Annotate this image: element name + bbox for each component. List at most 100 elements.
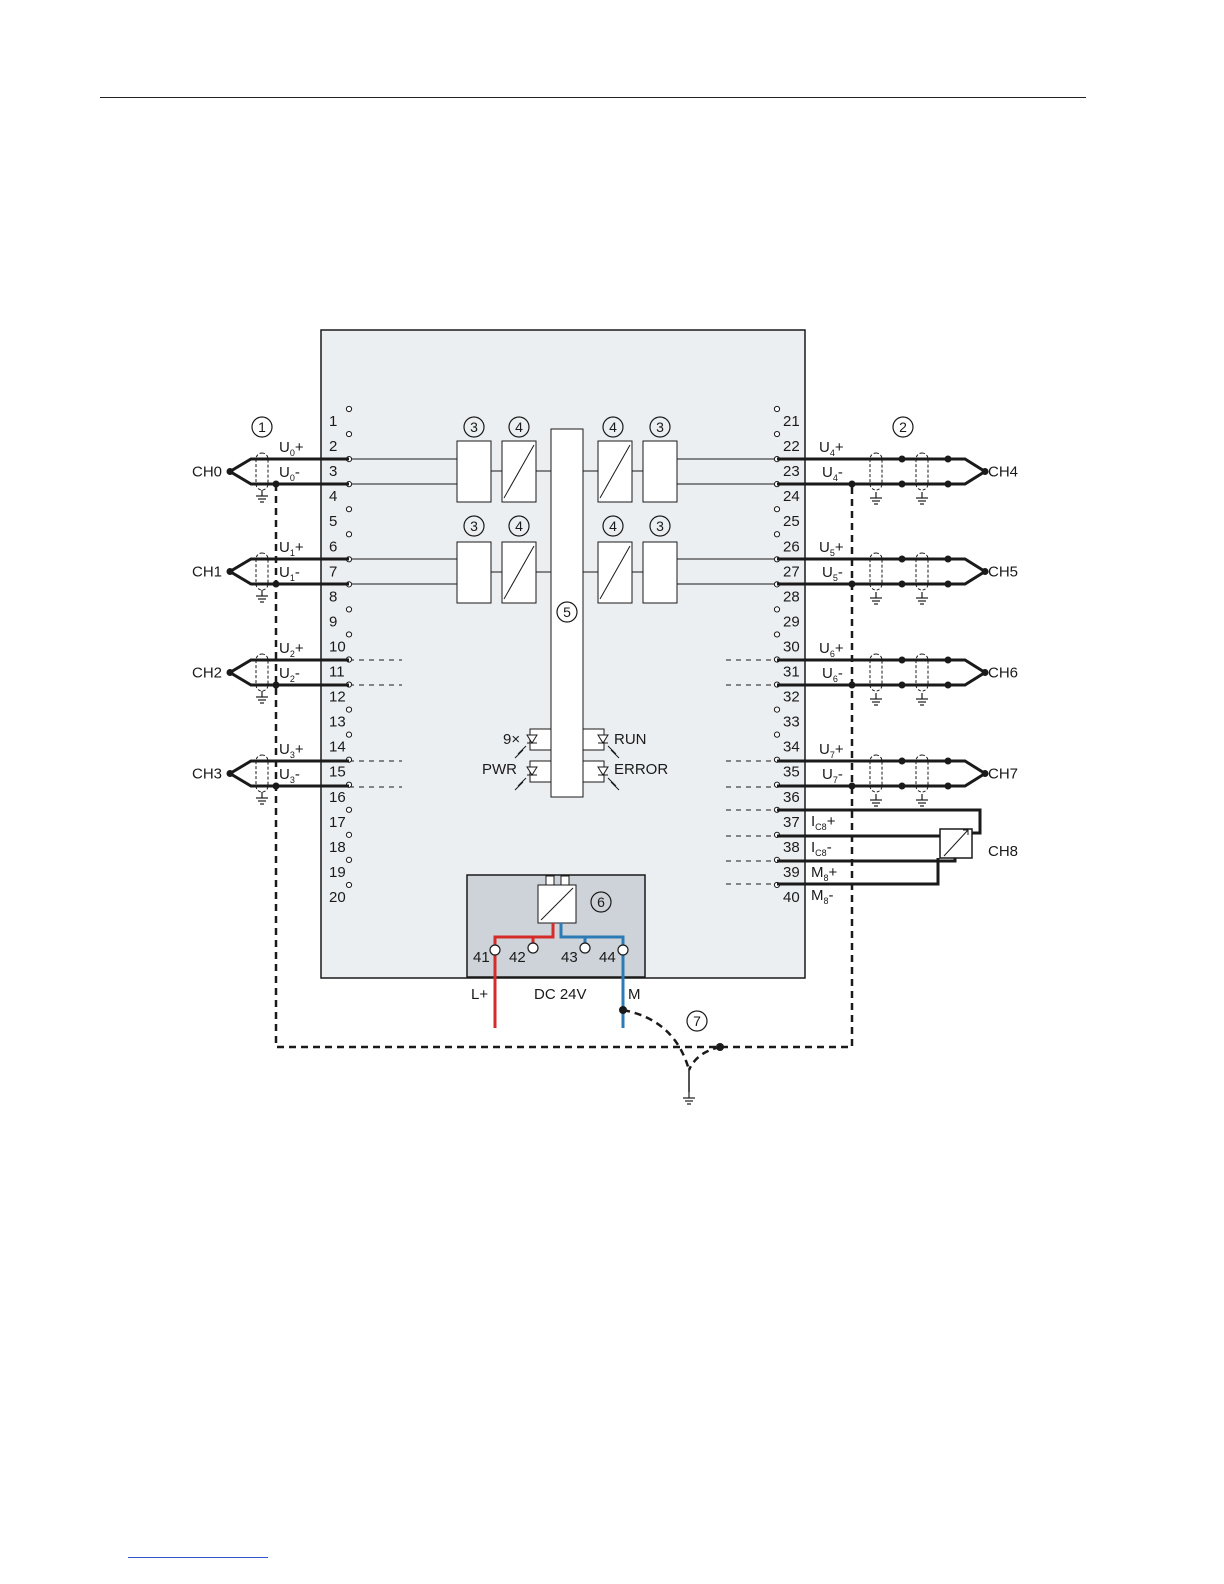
channel-label: CH7 (988, 766, 1018, 783)
callout-1: 1 (252, 417, 272, 437)
terminal-42: 42 (509, 949, 526, 966)
led-multi-label: 9× (503, 731, 520, 748)
svg-text:4: 4 (515, 518, 523, 534)
terminal-8: 8 (329, 588, 337, 605)
terminal-point (774, 632, 779, 637)
terminal-13: 13 (329, 714, 346, 731)
m-label: M (628, 986, 641, 1003)
svg-text:3: 3 (656, 419, 664, 435)
terminal-point (346, 532, 351, 537)
terminal-17: 17 (329, 814, 346, 831)
signal-plus-label: U3+ (279, 741, 304, 760)
terminal-point (346, 607, 351, 612)
terminal-point (774, 732, 779, 737)
signal-minus-label: U0- (279, 464, 300, 483)
terminal-7: 7 (329, 563, 337, 580)
terminal-25: 25 (783, 513, 800, 530)
terminal-27: 27 (783, 563, 800, 580)
terminal-21: 21 (783, 413, 800, 430)
signal-minus-label: U4- (822, 464, 843, 483)
callout-2: 2 (893, 417, 913, 437)
terminal-14: 14 (329, 739, 346, 756)
ch8-pin-label: IC8+ (811, 813, 836, 832)
terminal-15: 15 (329, 764, 346, 781)
terminal-point (346, 732, 351, 737)
terminal-4: 4 (329, 488, 337, 505)
terminal-point (346, 707, 351, 712)
terminal-30: 30 (783, 638, 800, 655)
signal-plus-label: U1+ (279, 539, 304, 558)
signal-minus-label: U5- (822, 564, 843, 583)
terminal-28: 28 (783, 588, 800, 605)
svg-text:6: 6 (597, 894, 605, 910)
terminal-point (774, 532, 779, 537)
terminal-3: 3 (329, 463, 337, 480)
terminal-point (346, 832, 351, 837)
svg-text:2: 2 (899, 419, 907, 435)
led-run-label: RUN (614, 731, 647, 748)
thermocouple-ch6: CH6U6+U6- (777, 640, 1018, 705)
terminal-point (774, 607, 779, 612)
led-error-label: ERROR (614, 761, 668, 778)
lplus-label: L+ (471, 986, 488, 1003)
callout-7: 7 (687, 1011, 707, 1031)
terminal-5: 5 (329, 513, 337, 530)
signal-plus-label: U2+ (279, 640, 304, 659)
terminal-point (346, 632, 351, 637)
terminal-19: 19 (329, 864, 346, 881)
svg-text:4: 4 (609, 518, 617, 534)
terminal-point (346, 882, 351, 887)
terminal-1: 1 (329, 413, 337, 430)
channel-label: CH2 (192, 665, 222, 682)
terminal-point (346, 857, 351, 862)
voltage-label: DC 24V (534, 986, 587, 1003)
terminal-38: 38 (783, 839, 800, 856)
terminal-35: 35 (783, 764, 800, 781)
svg-text:1: 1 (258, 419, 266, 435)
terminal-31: 31 (783, 664, 800, 681)
terminal-11: 11 (329, 664, 345, 681)
svg-text:4: 4 (515, 419, 523, 435)
terminal-34: 34 (783, 739, 800, 756)
terminal-20: 20 (329, 889, 346, 906)
terminal-44: 44 (599, 949, 616, 966)
terminal-point (774, 507, 779, 512)
svg-text:4: 4 (609, 419, 617, 435)
svg-text:7: 7 (693, 1013, 701, 1029)
channel-label: CH3 (192, 766, 222, 783)
signal-minus-label: U3- (279, 766, 300, 785)
svg-text:3: 3 (470, 419, 478, 435)
terminal-point (346, 431, 351, 436)
terminal-point (346, 507, 351, 512)
ch8-pin-label: IC8- (811, 839, 832, 858)
svg-text:5: 5 (563, 604, 571, 620)
terminal-point (774, 707, 779, 712)
channel-label: CH0 (192, 464, 222, 481)
terminal-9: 9 (329, 613, 337, 630)
terminal-29: 29 (783, 613, 800, 630)
terminal-26: 26 (783, 538, 800, 555)
ch8-pin-label: M8- (811, 887, 834, 906)
svg-text:3: 3 (656, 518, 664, 534)
terminal-37: 37 (783, 814, 800, 831)
terminal-23: 23 (783, 463, 800, 480)
terminal-16: 16 (329, 789, 346, 806)
terminal-39: 39 (783, 864, 800, 881)
signal-plus-label: U7+ (819, 741, 844, 760)
terminal-22: 22 (783, 438, 800, 455)
terminal-43: 43 (561, 949, 578, 966)
channel-label: CH5 (988, 564, 1018, 581)
terminal-point (774, 431, 779, 436)
terminal-6: 6 (329, 538, 337, 555)
terminal-point (346, 807, 351, 812)
signal-minus-label: U6- (822, 665, 843, 684)
terminal-24: 24 (783, 488, 800, 505)
svg-text:3: 3 (470, 518, 478, 534)
terminal-32: 32 (783, 689, 800, 706)
terminal-40: 40 (783, 889, 800, 906)
signal-minus-label: U7- (822, 766, 843, 785)
signal-plus-label: U6+ (819, 640, 844, 659)
